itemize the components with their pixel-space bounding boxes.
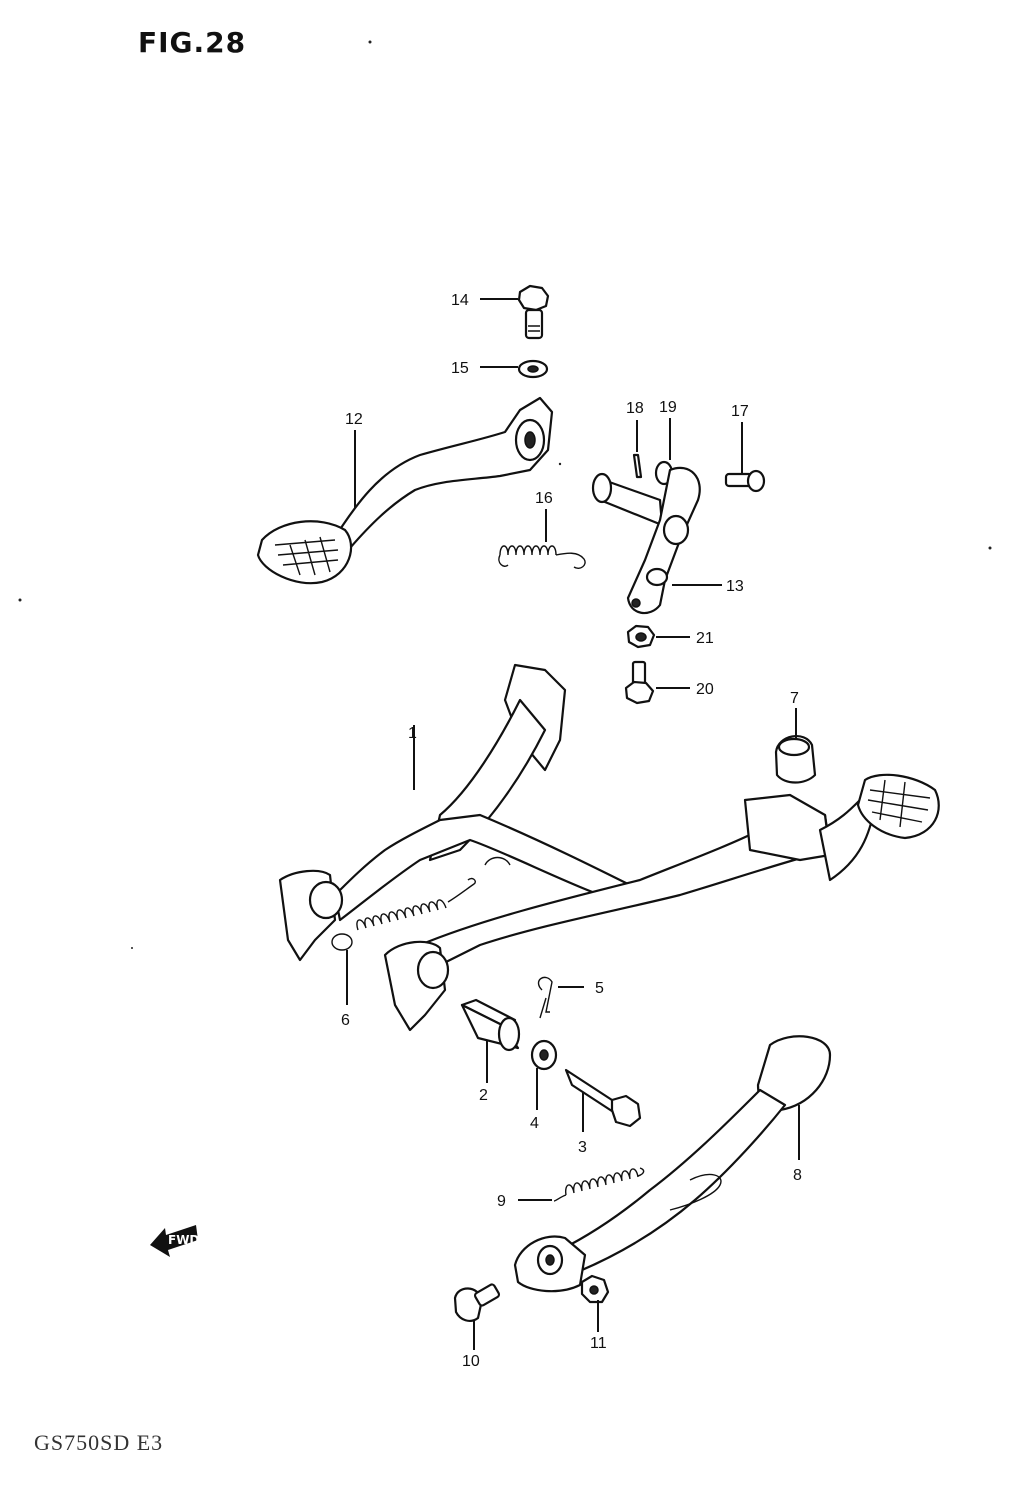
label-15: 15 xyxy=(451,360,469,377)
label-1: 1 xyxy=(408,725,417,742)
label-10: 10 xyxy=(462,1353,480,1370)
label-11: 11 xyxy=(590,1335,607,1352)
figure-title: FIG.28 xyxy=(138,26,247,59)
part-1-center-stand xyxy=(278,663,940,1032)
label-9: 9 xyxy=(497,1193,506,1210)
label-20: 20 xyxy=(696,681,714,698)
label-12: 12 xyxy=(345,411,363,428)
part-9-spring xyxy=(553,1167,645,1202)
label-8: 8 xyxy=(793,1167,802,1184)
part-numbers: 14 15 12 18 19 17 16 13 21 20 7 1 6 5 2 … xyxy=(341,292,802,1370)
part-18-split-pin xyxy=(632,453,643,479)
label-17: 17 xyxy=(731,403,749,420)
scan-specks xyxy=(18,40,992,949)
label-2: 2 xyxy=(479,1087,488,1104)
label-16: 16 xyxy=(535,490,553,507)
part-20-bolt xyxy=(624,660,655,705)
label-13: 13 xyxy=(726,578,744,595)
part-7-rubber-cap xyxy=(774,735,817,784)
label-5: 5 xyxy=(595,980,604,997)
part-13-rod-lever xyxy=(591,466,701,615)
part-8-side-stand xyxy=(513,1035,832,1293)
forward-arrow-icon: FWD xyxy=(150,1225,199,1257)
part-17-bolt xyxy=(724,469,766,493)
model-code: GS750SD E3 xyxy=(34,1430,164,1455)
part-11-nut xyxy=(580,1274,610,1304)
part-14-bolt xyxy=(517,284,550,340)
label-7: 7 xyxy=(790,690,799,707)
part-16-spring xyxy=(498,545,586,569)
label-3: 3 xyxy=(578,1139,587,1156)
forward-arrow-text: FWD xyxy=(168,1233,199,1247)
part-12-brake-pedal xyxy=(256,396,554,585)
leader-lines xyxy=(346,298,800,1350)
label-21: 21 xyxy=(696,630,714,647)
part-4-washer xyxy=(530,1039,558,1071)
label-14: 14 xyxy=(451,292,469,309)
label-4: 4 xyxy=(530,1115,539,1132)
label-6: 6 xyxy=(341,1012,350,1029)
part-15-washer xyxy=(517,359,549,379)
part-6-spring xyxy=(331,877,476,951)
part-10-bolt xyxy=(453,1283,501,1322)
part-3-bolt xyxy=(564,1068,642,1128)
label-18: 18 xyxy=(626,400,644,417)
part-21-nut xyxy=(626,624,656,649)
part-2-bush xyxy=(460,998,521,1052)
label-19: 19 xyxy=(659,399,677,416)
part-5-clip xyxy=(537,976,553,1019)
